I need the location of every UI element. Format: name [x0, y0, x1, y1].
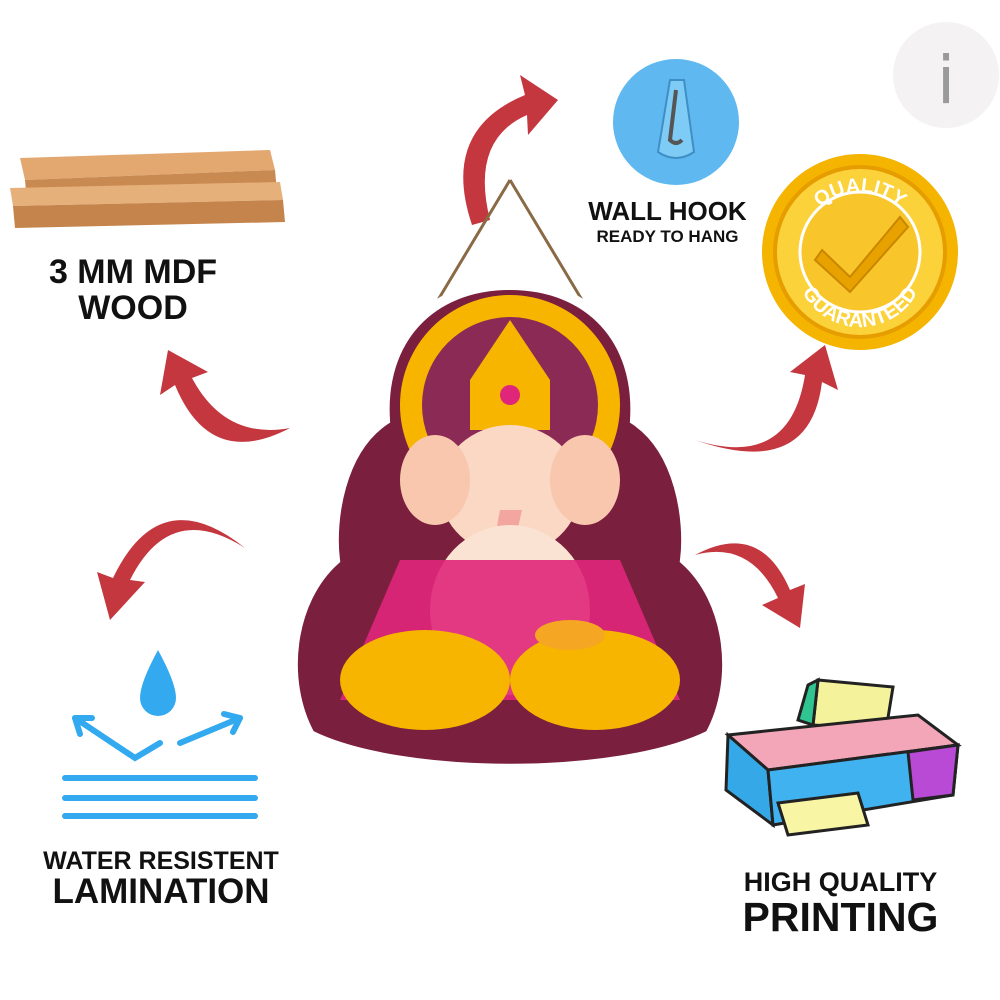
printing-label: HIGH QUALITY PRINTING [728, 868, 953, 939]
wood-line1: 3 MM MDF [48, 253, 218, 291]
hook-line2: READY TO HANG [596, 227, 739, 247]
hook-label: WALL HOOK READY TO HANG [580, 196, 755, 247]
wall-hook-icon [613, 59, 739, 185]
printer-icon [724, 677, 962, 837]
wood-planks-icon [10, 150, 285, 228]
water-drop-icon [62, 650, 258, 819]
curved-arrow-icon [97, 75, 838, 628]
printing-line1: HIGH QUALITY [743, 867, 938, 897]
water-line1: WATER RESISTENT [43, 847, 279, 875]
water-line2: LAMINATION [52, 872, 270, 912]
printing-line2: PRINTING [742, 894, 939, 941]
brand-logo: i [893, 22, 999, 128]
hook-line1: WALL HOOK [588, 196, 747, 226]
logo-letter: i [936, 42, 956, 119]
ganesha-plaque-image [287, 179, 733, 774]
wood-line2: WOOD [78, 288, 188, 327]
water-label: WATER RESISTENT LAMINATION [30, 848, 292, 911]
quality-seal-icon: QUALITY GUARANTEED [762, 154, 958, 350]
wood-label: 3 MM MDF WOOD [33, 253, 233, 327]
